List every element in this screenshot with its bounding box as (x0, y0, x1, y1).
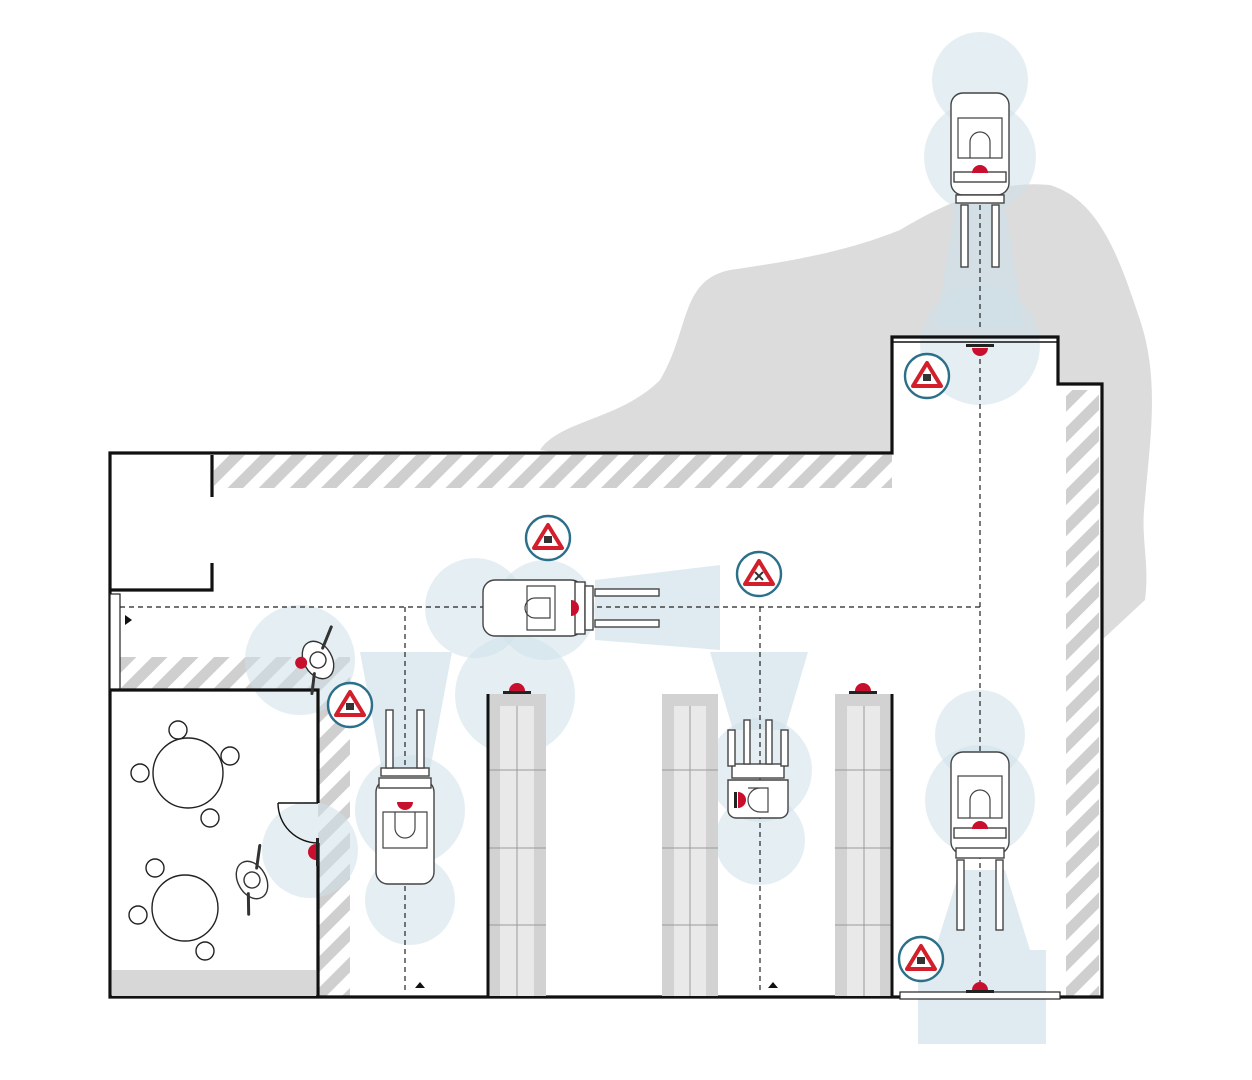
hatched-walkway-right (1066, 390, 1099, 996)
forklift-icon (727, 719, 789, 819)
forklift-icon (950, 751, 1010, 931)
beacon-light-icon (308, 838, 319, 866)
warning-sign (897, 935, 945, 983)
forklift-icon (482, 579, 660, 637)
beacon-light-icon (966, 982, 994, 993)
triangle-warning-icon (917, 957, 925, 964)
arrow-triangle-icon (415, 982, 425, 988)
office-room-bottom (110, 688, 320, 803)
outdoor-area (540, 184, 1152, 640)
office-room-top (110, 563, 214, 592)
office-door-swing (277, 802, 319, 844)
warning-sign (903, 352, 951, 400)
warning-sign (326, 681, 374, 729)
triangle-warning-icon (923, 374, 931, 381)
storage-rack (662, 694, 718, 996)
arrow-triangle-icon (125, 615, 132, 625)
forklift-icon (375, 709, 435, 885)
office-floor-strip (112, 970, 316, 996)
arrow-triangle-icon (768, 982, 778, 988)
hatched-walkway-top (214, 455, 892, 488)
beacon-light-icon (503, 683, 531, 694)
side-door (109, 593, 121, 691)
table-top (130, 720, 240, 828)
forklift-icon (950, 92, 1010, 268)
storage-rack (486, 694, 546, 996)
table-bottom (128, 858, 219, 961)
triangle-warning-icon (544, 536, 552, 543)
sensor-zones (245, 32, 1046, 1044)
warning-sign (524, 514, 572, 562)
crossing-x-icon (754, 571, 764, 581)
warning-sign (735, 550, 783, 598)
beacon-light-icon (966, 344, 994, 356)
triangle-warning-icon (346, 703, 354, 710)
pedestrian-icon (295, 625, 335, 696)
beacon-light-icon (849, 683, 877, 694)
bottom-door-sill (899, 991, 1061, 1000)
pedestrian-icon (235, 843, 269, 916)
storage-rack (835, 694, 894, 996)
